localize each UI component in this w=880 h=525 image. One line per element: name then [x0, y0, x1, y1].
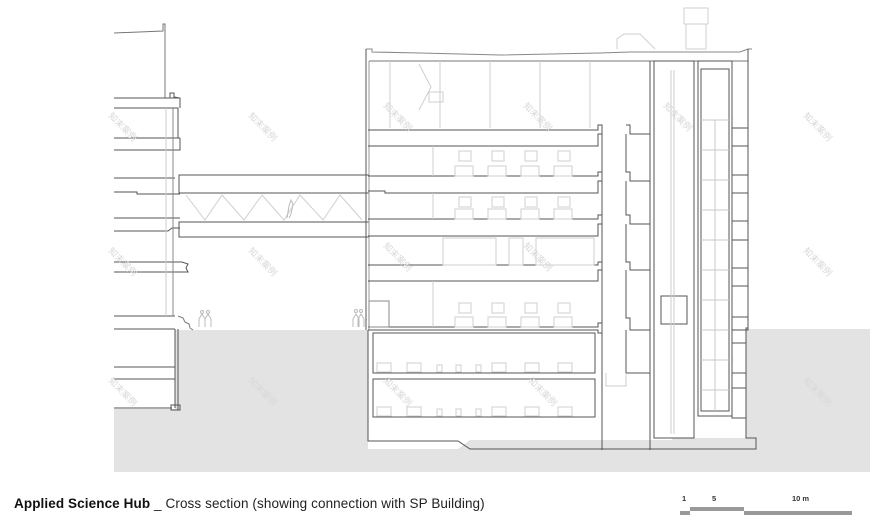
lab-benches-level-4	[454, 302, 573, 328]
scale-label-1: 1	[682, 494, 687, 503]
caption-title: Applied Science Hub	[14, 496, 151, 511]
ground	[114, 329, 870, 472]
caption-subtitle: Cross section (showing connection with S…	[165, 496, 485, 511]
sp-building	[113, 23, 194, 411]
interior-furniture	[376, 7, 709, 417]
lab-benches-level-2	[454, 196, 573, 220]
people-figures	[198, 309, 365, 327]
scale-segment-5	[690, 507, 744, 511]
scale-segment-10	[744, 511, 852, 515]
figure-caption: Applied Science Hub _ Cross section (sho…	[14, 496, 485, 511]
scale-bar: 1 5 10 m	[678, 494, 878, 524]
truss-bridge	[178, 174, 370, 238]
scale-label-5: 5	[712, 494, 717, 503]
scale-segment-1	[680, 511, 690, 515]
scale-label-10m: 10 m	[792, 494, 810, 503]
lab-benches-level-1	[454, 150, 573, 177]
applied-science-hub	[365, 48, 757, 450]
caption-separator: _	[150, 496, 166, 511]
